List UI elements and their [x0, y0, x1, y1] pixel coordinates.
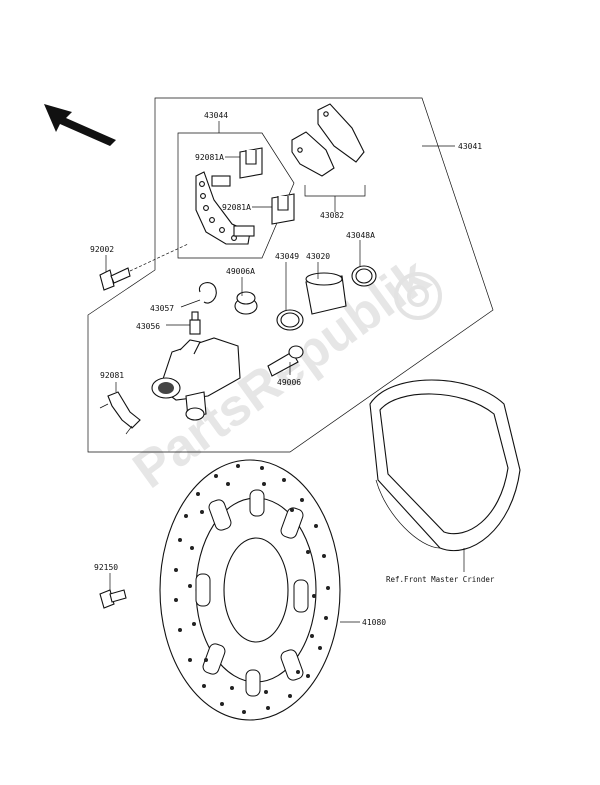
label-43041: 43041	[458, 142, 482, 151]
seal-43048a	[351, 265, 377, 287]
label-92150: 92150	[94, 563, 118, 572]
label-43056: 43056	[136, 322, 160, 331]
dust-seal-49006a	[234, 291, 258, 315]
caliper-bracket	[195, 171, 255, 245]
pad-spring-upper	[239, 147, 263, 179]
brake-disc	[159, 459, 341, 721]
pad-spring-middle	[271, 193, 295, 225]
label-49006: 49006	[277, 378, 301, 387]
label-41080: 41080	[362, 618, 386, 627]
pin-bolt	[99, 243, 189, 291]
label-92002: 92002	[90, 245, 114, 254]
watermark-gear-icon	[394, 272, 442, 320]
label-43082: 43082	[320, 211, 344, 220]
label-92081a-top: 92081A	[195, 153, 224, 162]
label-43044: 43044	[204, 111, 228, 120]
part-labels: 43044 43041 92081A 92081A 43082 92002 43…	[90, 111, 495, 627]
label-43020: 43020	[306, 252, 330, 261]
caliper-body	[151, 337, 241, 421]
slide-pin	[267, 345, 304, 377]
bleed-cap	[198, 282, 217, 304]
brake-pad-pair	[291, 103, 365, 177]
disc-bolt	[99, 589, 127, 609]
piston-43020	[305, 272, 347, 315]
label-49006a: 49006A	[226, 267, 255, 276]
label-43049: 43049	[275, 252, 299, 261]
label-92081a-middle: 92081A	[222, 203, 251, 212]
caliper-assembly-outline	[87, 97, 494, 453]
master-cylinder-ring	[369, 379, 521, 552]
label-43057: 43057	[150, 304, 174, 313]
piston-seal-43049	[276, 309, 304, 331]
pad-group-lines	[304, 185, 366, 205]
label-92081: 92081	[100, 371, 124, 380]
front-direction-arrow-icon	[44, 104, 116, 146]
leader-lines	[105, 121, 455, 623]
caliper-spring-clip	[99, 391, 141, 435]
bleed-valve	[189, 311, 201, 335]
master-cylinder-reference-note: Ref.Front Master Crinder	[386, 575, 495, 584]
label-43048a: 43048A	[346, 231, 375, 240]
